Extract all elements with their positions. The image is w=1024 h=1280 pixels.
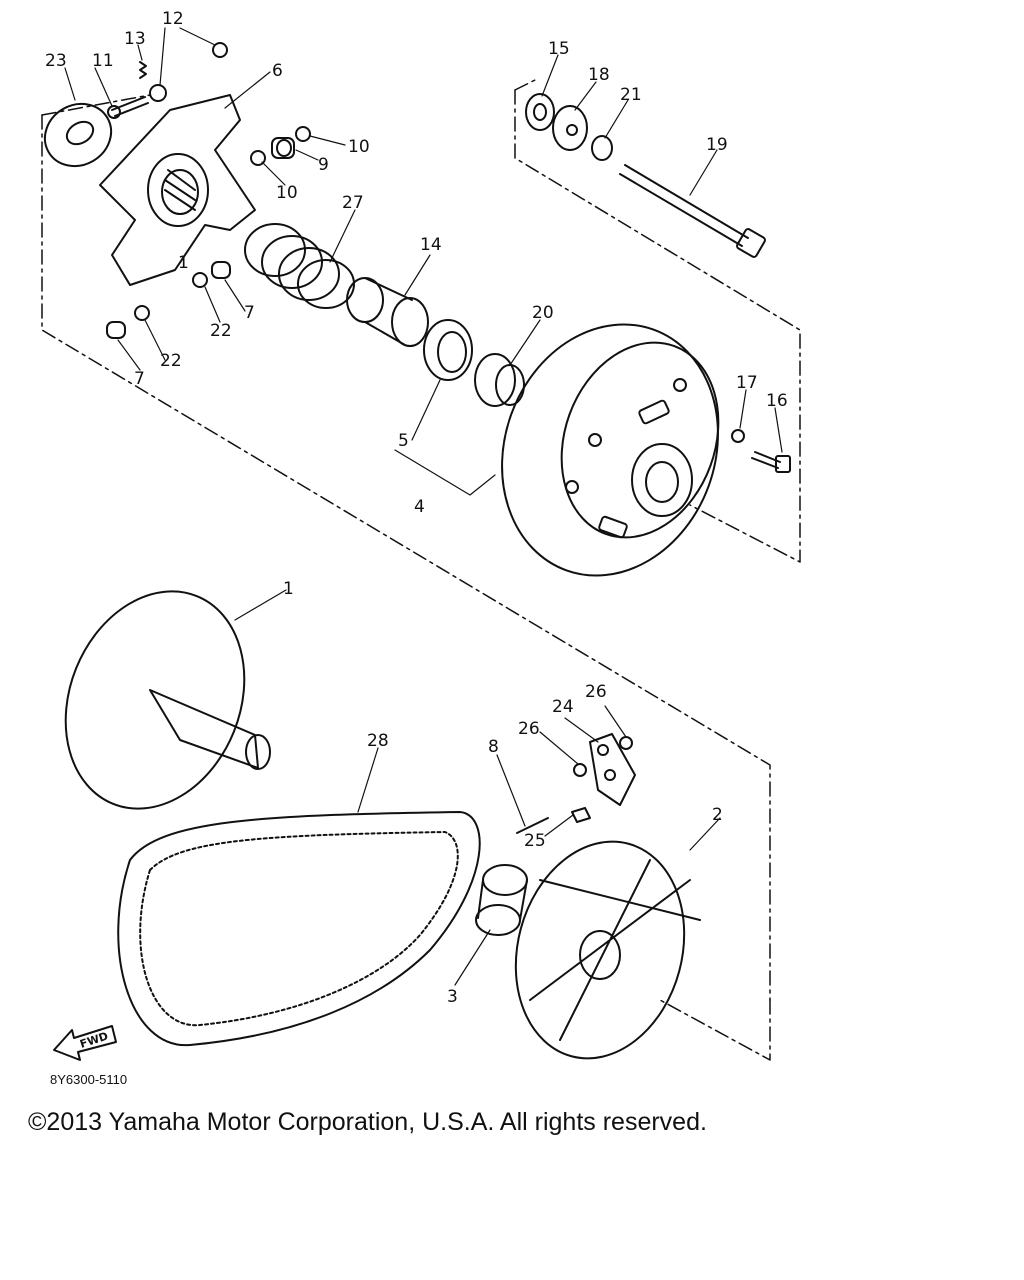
leader-lines xyxy=(64,27,783,986)
callout-7-a: 7 xyxy=(244,303,255,323)
part-25-pin xyxy=(571,807,591,823)
part-16-bolt xyxy=(751,451,791,473)
part-20-bushing xyxy=(474,353,525,407)
part-2-cam-pulley xyxy=(514,840,701,1060)
callout-20: 20 xyxy=(532,303,554,323)
part-26-nut-a xyxy=(573,763,587,777)
part-19-long-bolt xyxy=(619,164,766,258)
exploded-parts-diagram: 12 13 23 11 6 10 9 10 27 14 1 7 22 22 7 … xyxy=(41,9,801,1061)
assembly-boundary-right xyxy=(514,89,801,563)
callout-labels: 12 13 23 11 6 10 9 10 27 14 1 7 22 22 7 … xyxy=(45,9,788,1007)
callout-12: 12 xyxy=(162,9,184,29)
part-7-roller-a xyxy=(211,261,231,279)
assembly-boundary-upper xyxy=(41,114,771,1001)
callout-22-a: 22 xyxy=(210,321,232,341)
diagram-reference-code: 8Y6300-5110 xyxy=(50,1072,128,1087)
callout-9: 9 xyxy=(318,155,329,175)
callout-25: 25 xyxy=(524,831,546,851)
part-23-washer xyxy=(43,102,113,168)
part-24-arm xyxy=(589,733,636,806)
callout-2: 2 xyxy=(712,805,723,825)
part-26-nut-b xyxy=(619,736,633,750)
callout-5: 5 xyxy=(398,431,409,451)
callout-19: 19 xyxy=(706,135,728,155)
callout-21: 21 xyxy=(620,85,642,105)
part-27-spring xyxy=(244,223,355,309)
part-28-belt xyxy=(117,811,481,1047)
part-10-nut-b xyxy=(250,150,266,166)
callout-24: 24 xyxy=(552,697,574,717)
callout-10-a: 10 xyxy=(348,137,370,157)
part-5-seal xyxy=(423,319,473,381)
part-22-washer-a xyxy=(192,272,208,288)
callout-15: 15 xyxy=(548,39,570,59)
fwd-arrow-icon: FWD xyxy=(53,1025,117,1061)
part-8-pin xyxy=(516,817,549,834)
part-18-weight xyxy=(552,105,588,151)
callout-16: 16 xyxy=(766,391,788,411)
part-9-collar xyxy=(271,137,295,159)
callout-10-b: 10 xyxy=(276,183,298,203)
callout-26-b: 26 xyxy=(518,719,540,739)
assembly-boundary-right-top xyxy=(514,79,536,91)
callout-26-a: 26 xyxy=(585,682,607,702)
part-10-nut-a xyxy=(295,126,311,142)
part-6-spider xyxy=(99,94,256,286)
part-14-sleeve xyxy=(346,277,429,347)
part-22-washer-b xyxy=(134,305,150,321)
callout-11: 11 xyxy=(92,51,114,71)
callout-7-b: 7 xyxy=(134,369,145,389)
callout-13: 13 xyxy=(124,29,146,49)
callout-3: 3 xyxy=(447,987,458,1007)
callout-23: 23 xyxy=(45,51,67,71)
part-13-spring xyxy=(139,61,147,79)
callout-17: 17 xyxy=(736,373,758,393)
callout-22-b: 22 xyxy=(160,351,182,371)
part-15-plate xyxy=(525,93,555,131)
part-12-nut xyxy=(149,42,228,102)
part-17-washer xyxy=(731,429,745,443)
callout-4: 4 xyxy=(414,497,425,517)
copyright-notice: ©2013 Yamaha Motor Corporation, U.S.A. A… xyxy=(28,1108,707,1136)
callout-1-small: 1 xyxy=(178,253,189,273)
callout-1: 1 xyxy=(283,579,294,599)
part-3-bushing xyxy=(475,864,528,936)
part-4-movable-sheave xyxy=(501,323,720,577)
callout-27: 27 xyxy=(342,193,364,213)
part-11-bolt xyxy=(107,96,149,119)
assembly-boundary-lower xyxy=(659,999,771,1061)
callout-8: 8 xyxy=(488,737,499,757)
part-21-washer xyxy=(591,135,613,161)
fwd-arrow: FWD xyxy=(50,1020,120,1067)
callout-14: 14 xyxy=(420,235,442,255)
callout-6: 6 xyxy=(272,61,283,81)
part-1-fixed-sheave xyxy=(64,590,271,810)
callout-18: 18 xyxy=(588,65,610,85)
part-7-roller-b xyxy=(106,321,126,339)
callout-28: 28 xyxy=(367,731,389,751)
